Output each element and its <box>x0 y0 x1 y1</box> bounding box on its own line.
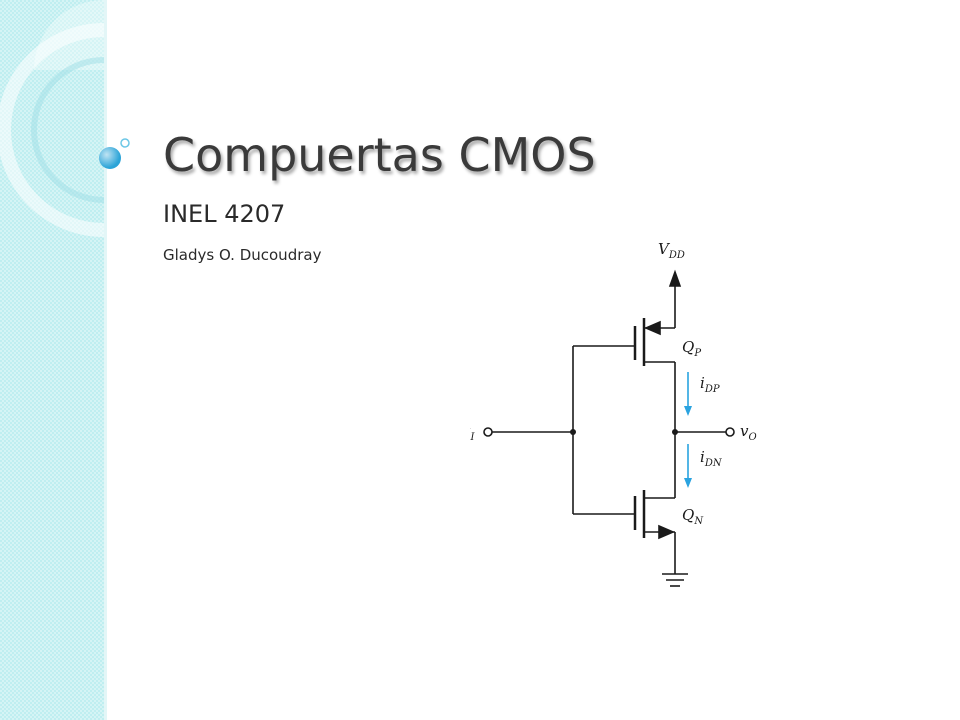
idn-arrow-head <box>684 478 692 488</box>
input-terminal <box>483 427 493 437</box>
vo-label: vO <box>740 422 757 443</box>
vdd-arrow <box>668 269 682 287</box>
vdd-label: VDD <box>658 240 685 261</box>
decorative-dot-small <box>120 138 130 148</box>
slide-title: Compuertas CMOS <box>163 128 596 182</box>
decorative-dot-shine <box>99 147 121 169</box>
qp-arrow <box>643 320 661 336</box>
decorative-arcs <box>0 0 130 237</box>
input-junction-dot <box>570 429 576 435</box>
cmos-inverter-diagram: VDD QP QN iDP iDN vI vO <box>470 240 757 587</box>
output-junction-dot <box>672 429 678 435</box>
output-terminal <box>725 427 735 437</box>
idp-arrow-head <box>684 406 692 416</box>
slide-author: Gladys O. Ducoudray <box>163 246 322 264</box>
qn-label: QN <box>682 506 704 527</box>
idn-label: iDN <box>700 448 723 469</box>
idp-label: iDP <box>700 374 720 395</box>
decorative-arc-inner <box>31 57 105 203</box>
slide-subtitle: INEL 4207 <box>163 200 286 228</box>
vi-label: vI <box>470 422 475 443</box>
side-band-edge <box>104 0 107 720</box>
qp-label: QP <box>682 338 701 359</box>
qn-arrow <box>658 524 676 540</box>
decorative-side-band <box>0 0 104 720</box>
decorative-arc-large <box>0 23 105 237</box>
